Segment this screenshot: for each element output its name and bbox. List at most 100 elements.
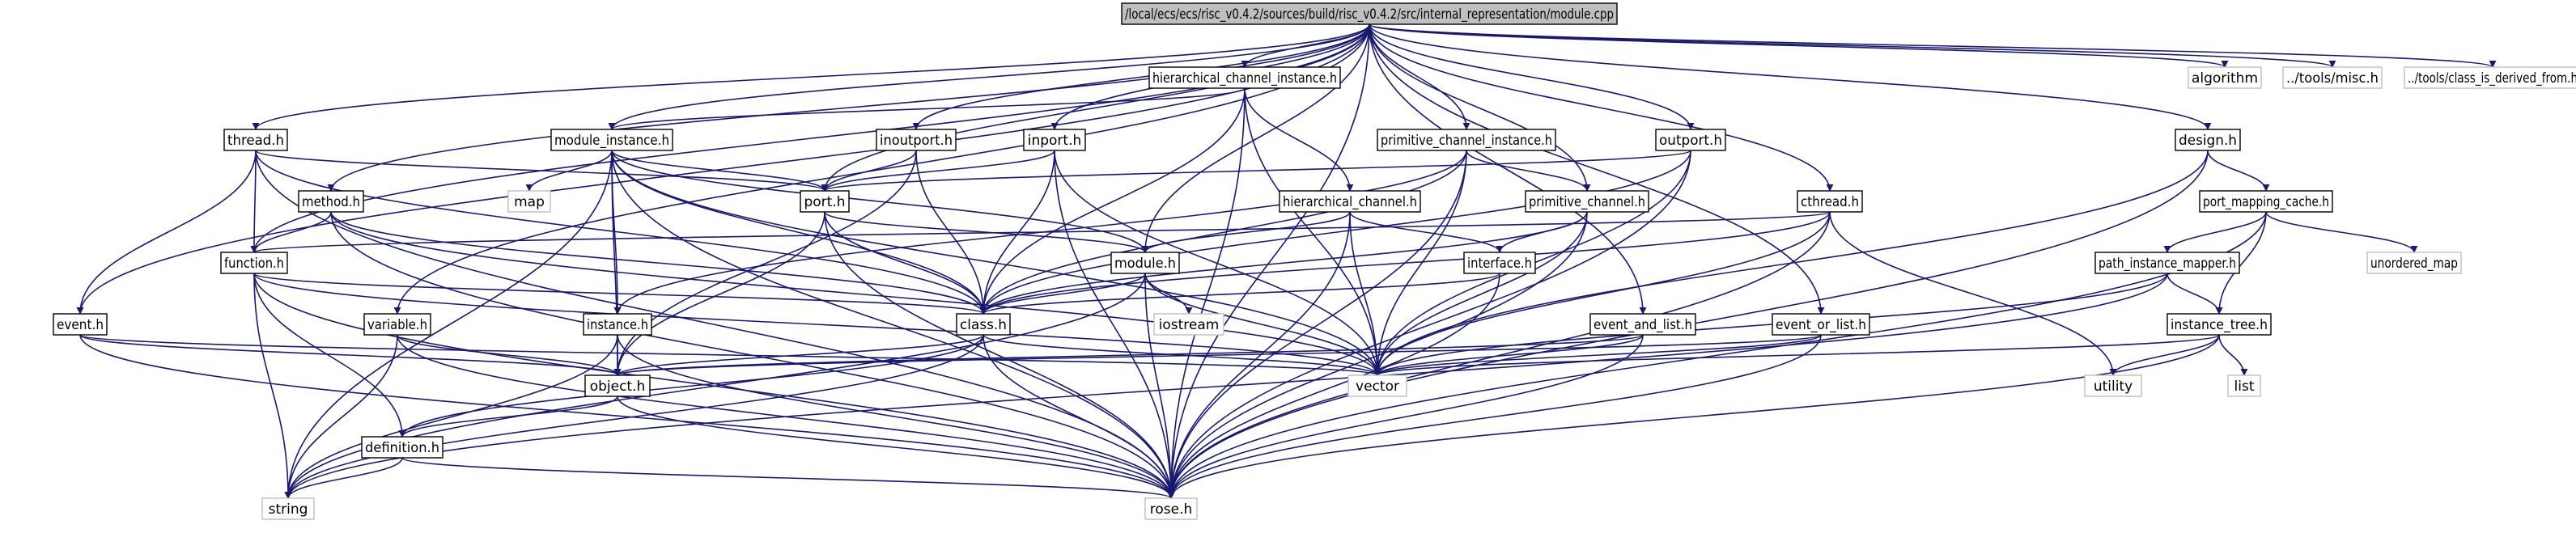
edge-event-and-list-to-rose (1167, 334, 1644, 499)
edge-variable-to-rose (397, 334, 1175, 499)
edge-module-cpp-to-outport (1369, 23, 1695, 130)
node-label: string (269, 501, 308, 518)
node-label: thread.h (227, 133, 284, 149)
node-label: utility (2094, 379, 2133, 395)
edge-inport-to-rose (1054, 150, 1175, 499)
edge-hier-ch-to-vector (1349, 211, 1381, 376)
node-prim-ch-inst[interactable]: primitive_channel_instance.h (1377, 129, 1556, 151)
node-box (223, 129, 288, 151)
edge-class-h-to-definition (398, 334, 984, 438)
node-box (2084, 374, 2142, 397)
edge-port-to-rose (824, 211, 1175, 499)
node-vector[interactable]: vector (1347, 374, 1407, 397)
node-unordered-map[interactable]: unordered_map (2366, 252, 2462, 274)
edge-module-instance-to-vector (611, 150, 1381, 376)
node-box (2199, 190, 2333, 213)
edge-hier-ch-inst-to-hier-ch (1244, 87, 1354, 192)
node-tools-class[interactable]: ../tools/class_is_derived_from.h (2404, 66, 2576, 89)
edge-method-to-vector (330, 211, 1381, 376)
node-box (1463, 252, 1536, 274)
node-map[interactable]: map (507, 190, 551, 213)
node-port-map-cache[interactable]: port_mapping_cache.h (2199, 190, 2333, 213)
edge-module-cpp-to-rose (1167, 23, 1370, 499)
edge-hier-ch-to-module-h (1141, 211, 1351, 253)
node-inoutport[interactable]: inoutport.h (876, 129, 957, 151)
node-instance-tree[interactable]: instance_tree.h (2166, 313, 2272, 336)
node-list[interactable]: list (2227, 374, 2261, 397)
node-definition[interactable]: definition.h (361, 436, 443, 459)
edge-event-or-list-to-object (614, 334, 1822, 376)
node-label: module_instance.h (554, 133, 669, 149)
node-iostream[interactable]: iostream (1153, 313, 1224, 336)
node-label: method.h (302, 194, 360, 210)
node-module-instance[interactable]: module_instance.h (550, 129, 673, 151)
edge-class-h-to-object (613, 334, 984, 376)
node-event-or-list[interactable]: event_or_list.h (1772, 313, 1870, 336)
node-thread-h[interactable]: thread.h (223, 129, 288, 151)
node-instance[interactable]: instance.h (583, 313, 652, 336)
node-box (507, 190, 551, 213)
edge-module-instance-to-port (611, 150, 829, 192)
node-outport[interactable]: outport.h (1655, 129, 1726, 151)
node-interface[interactable]: interface.h (1463, 252, 1536, 274)
edge-event-to-object (79, 334, 622, 376)
edge-thread-h-to-class-h (255, 150, 987, 315)
node-label: event_or_list.h (1776, 317, 1866, 333)
node-event-and-list[interactable]: event_and_list.h (1589, 313, 1696, 336)
edge-method-to-class-h (330, 211, 987, 315)
node-box (1153, 313, 1224, 336)
node-tools-misc[interactable]: ../tools/misc.h (2282, 66, 2383, 89)
node-label: port.h (804, 194, 845, 210)
node-box (1797, 190, 1863, 213)
node-path-inst-map[interactable]: path_instance_mapper.h (2094, 252, 2240, 274)
node-label: iostream (1159, 317, 1220, 333)
node-rose[interactable]: rose.h (1144, 497, 1198, 520)
node-hier-ch[interactable]: hierarchical_channel.h (1279, 190, 1421, 213)
edge-design-to-port-map-cache (2207, 150, 2270, 192)
node-module-cpp: /local/ecs/ecs/risc_v0.4.2/sources/build… (1121, 2, 1618, 25)
edge-event-to-vector (79, 334, 1381, 376)
node-event[interactable]: event.h (53, 313, 108, 336)
edge-event-to-rose (79, 334, 1175, 499)
node-box (583, 313, 652, 336)
edge-definition-to-rose (401, 457, 1175, 499)
node-port[interactable]: port.h (800, 190, 850, 213)
node-cthread[interactable]: cthread.h (1797, 190, 1863, 213)
edge-instance-tree-to-utility (2109, 334, 2220, 376)
node-inport[interactable]: inport.h (1023, 129, 1086, 151)
node-box (2166, 313, 2272, 336)
node-variable[interactable]: variable.h (363, 313, 431, 336)
edge-instance-to-string (284, 334, 618, 499)
node-label: event_and_list.h (1594, 317, 1692, 333)
edge-module-instance-to-map (525, 150, 613, 192)
edge-module-instance-to-module-h (611, 150, 1149, 253)
node-string[interactable]: string (261, 497, 315, 520)
node-hier-ch-inst[interactable]: hierarchical_channel_instance.h (1148, 66, 1341, 89)
edge-module-cpp-to-design (1369, 23, 2212, 130)
edge-module-cpp-to-method (327, 23, 1370, 192)
node-module-h[interactable]: module.h (1110, 252, 1180, 274)
node-design[interactable]: design.h (2175, 129, 2241, 151)
edge-instance-to-rose (617, 334, 1175, 499)
node-method[interactable]: method.h (298, 190, 364, 213)
node-object[interactable]: object.h (584, 374, 651, 397)
edge-prim-ch-inst-to-prim-ch (1466, 150, 1591, 192)
node-prim-ch[interactable]: primitive_channel.h (1525, 190, 1649, 213)
node-box (876, 129, 957, 151)
edge-module-cpp-to-tools-class (1369, 23, 2497, 68)
node-box (1655, 129, 1726, 151)
edge-instance-tree-to-rose (1167, 334, 2220, 499)
edge-hier-ch-inst-to-rose (1167, 87, 1246, 499)
edge-inport-to-port (821, 150, 1055, 192)
node-label: inport.h (1028, 133, 1082, 149)
node-utility[interactable]: utility (2084, 374, 2142, 397)
node-class-h[interactable]: class.h (956, 313, 1011, 336)
edge-cthread-to-function (251, 211, 1831, 253)
edge-interface-to-class-h (979, 273, 1500, 315)
edge-function-to-string (253, 273, 292, 499)
node-function[interactable]: function.h (220, 252, 288, 274)
node-box (2366, 252, 2462, 274)
node-algorithm[interactable]: algorithm (2188, 66, 2262, 89)
node-box (1121, 2, 1618, 25)
